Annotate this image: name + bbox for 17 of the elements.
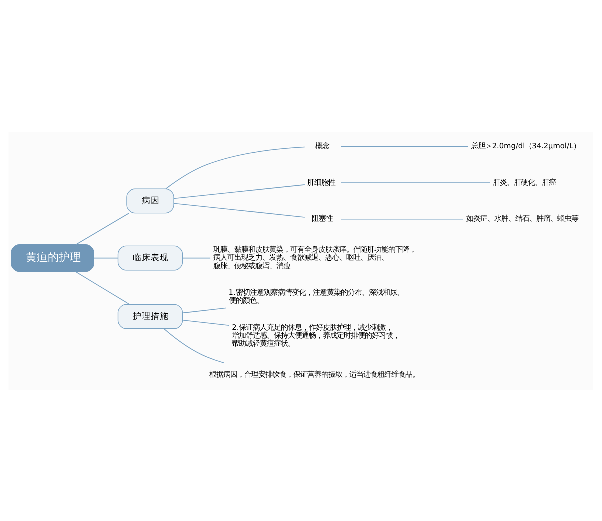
connector	[76, 212, 130, 245]
connector	[75, 270, 130, 305]
connector	[94, 257, 119, 258]
node-box: 病因	[126, 188, 174, 214]
connector	[174, 202, 306, 218]
connector	[182, 257, 211, 258]
node-box: 护理措施	[118, 304, 184, 329]
connector	[182, 319, 230, 326]
connector	[166, 146, 306, 189]
connector	[341, 182, 490, 183]
connector	[341, 218, 464, 220]
node-box: 黄疸的护理	[11, 244, 94, 272]
connector	[341, 146, 469, 147]
connector	[174, 184, 306, 199]
connector	[164, 328, 225, 363]
node-box: 临床表现	[118, 245, 184, 270]
connector	[182, 307, 226, 314]
